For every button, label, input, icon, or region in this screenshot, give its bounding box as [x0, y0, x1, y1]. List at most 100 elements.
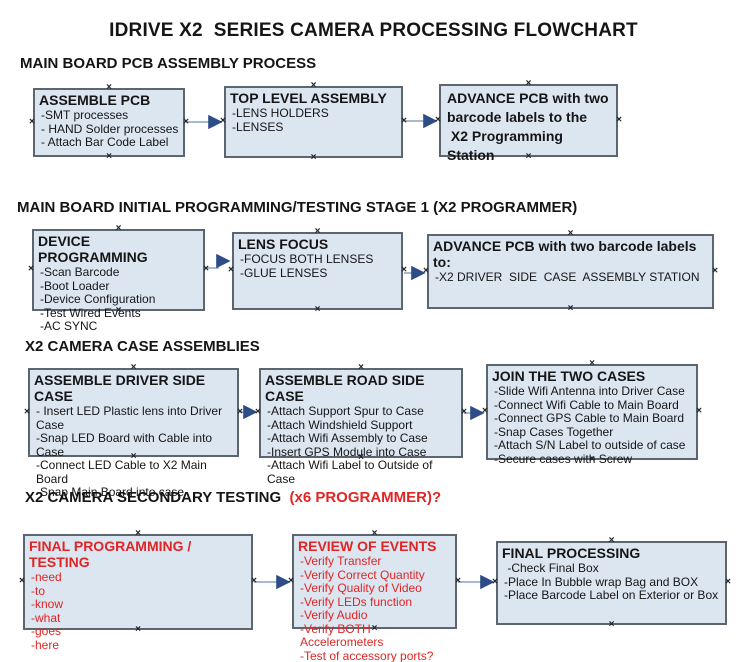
box-item-list: -Verify Transfer-Verify Correct Quantity… [298, 554, 451, 662]
box-item: -Secure cases with Screw [494, 451, 633, 466]
connection-point-icon: × [401, 115, 407, 127]
box-item-list: -Attach Support Spur to Case-Attach Wind… [265, 404, 457, 486]
box-assemble-road-side-case: ASSEMBLE ROAD SIDE CASE -Attach Support … [255, 363, 467, 486]
box-title: FINAL PROGRAMMING / TESTING [29, 538, 196, 570]
box-item-list: -X2 DRIVER SIDE CASE ASSEMBLY STATION [433, 270, 708, 285]
connection-point-icon: × [712, 265, 718, 276]
connection-point-icon: × [314, 304, 321, 315]
box-item-list: -Scan Barcode-Boot Loader-Device Configu… [38, 265, 199, 334]
box-final-processing: FINAL PROCESSING -Check Final Box-Place … [492, 536, 731, 630]
box-title: TOP LEVEL ASSEMBLY [230, 90, 387, 106]
connection-point-icon: × [255, 406, 261, 418]
connection-point-icon: × [525, 78, 532, 89]
box-title: ASSEMBLE PCB [39, 92, 151, 108]
connection-point-icon: × [29, 116, 35, 127]
box-item: -Check Final Box [504, 561, 599, 575]
box-item: -Boot Loader [40, 278, 110, 293]
connection-point-icon: × [310, 152, 317, 163]
section-heading-secondary-testing: X2 CAMERA SECONDARY TESTING (x6 PROGRAMM… [25, 489, 441, 506]
box-item: -Verify LEDs function [300, 594, 413, 609]
box-title: DEVICE PROGRAMMING [38, 233, 148, 265]
box-item: -Snap Main Board into case [36, 485, 185, 499]
box-item: -LENSES [232, 119, 284, 134]
box-item: -FOCUS BOTH LENSES [240, 252, 374, 266]
connection-point-icon: × [24, 406, 30, 417]
connection-point-icon: × [455, 575, 461, 586]
connection-point-icon: × [288, 575, 294, 586]
box-item: -Verify Correct Quantity [300, 567, 425, 582]
connection-point-icon: × [696, 405, 702, 417]
section-heading-pcb-assembly: MAIN BOARD PCB ASSEMBLY PROCESS [20, 55, 317, 72]
box-item: barcode labels to the [447, 109, 588, 125]
box-top-level-assembly: TOP LEVEL ASSEMBLY -LENS HOLDERS-LENSES … [220, 81, 407, 163]
box-item: -Slide Wifi Antenna into Driver Case [494, 384, 685, 398]
connection-point-icon: × [461, 406, 467, 418]
connection-point-icon: × [237, 406, 243, 417]
box-item: -Scan Barcode [40, 265, 120, 279]
box-item: -Attach Windshield Support [267, 417, 413, 432]
box-item: -Snap Cases Together [494, 424, 614, 439]
connection-point-icon: × [435, 114, 441, 125]
connection-point-icon: × [183, 116, 189, 127]
box-item: -Snap LED Board with Cable into Case [36, 431, 216, 459]
box-item: -Device Configuration [40, 292, 156, 306]
box-item-list: - Insert LED Plastic lens into Driver Ca… [34, 404, 233, 500]
box-item: -AC SYNC [40, 319, 98, 333]
box-item: -need [31, 570, 62, 584]
connection-point-icon: × [567, 303, 574, 314]
box-item: - Attach Bar Code Label [41, 135, 169, 149]
box-item: -here [31, 637, 60, 652]
box-item: -Verify Audio [300, 608, 368, 622]
connection-point-icon: × [423, 265, 429, 276]
connection-point-icon: × [28, 263, 34, 275]
box-item: -Insert GPS Module into Case [267, 444, 427, 459]
box-item: -Connect Wifi Cable to Main Board [494, 397, 679, 412]
box-title: ASSEMBLE DRIVER SIDE CASE [34, 372, 210, 404]
box-item: -GLUE LENSES [240, 265, 328, 280]
box-item: -Test Wired Events [40, 305, 141, 320]
section-heading-secondary-testing-red: (x6 PROGRAMMER)? [285, 489, 442, 506]
page-title: IDRIVE X2 SERIES CAMERA PROCESSING FLOWC… [109, 20, 638, 41]
box-item: -what [31, 610, 61, 625]
connection-point-icon: × [482, 405, 488, 417]
box-item: -Attach Support Spur to Case [267, 404, 424, 418]
connection-point-icon: × [251, 575, 257, 587]
box-item: X2 Programming Station [447, 128, 567, 163]
box-title: FINAL PROCESSING [502, 545, 641, 561]
box-title: LENS FOCUS [238, 236, 329, 252]
box-item: -goes [31, 624, 62, 638]
box-device-programming: DEVICE PROGRAMMING -Scan Barcode-Boot Lo… [28, 224, 209, 333]
box-item: ADVANCE PCB with two [447, 90, 609, 106]
box-item: -Verify Quality of Video [300, 581, 422, 595]
box-item-list: -FOCUS BOTH LENSES-GLUE LENSES [238, 252, 397, 280]
connection-point-icon: × [106, 151, 112, 162]
box-item-list: -LENS HOLDERS-LENSES [230, 106, 397, 134]
connection-point-icon: × [203, 263, 209, 275]
box-item-list: -Slide Wifi Antenna into Driver Case-Con… [492, 384, 692, 466]
connection-point-icon: × [725, 576, 731, 588]
box-final-programming-testing: FINAL PROGRAMMING / TESTING -need-to-kno… [19, 529, 257, 652]
box-item-list: -need-to-know-what-goes-here [29, 570, 247, 652]
box-title: REVIEW OF EVENTS [298, 538, 437, 554]
box-join-the-two-cases: JOIN THE TWO CASES -Slide Wifi Antenna i… [482, 359, 702, 466]
box-lens-focus: LENS FOCUS -FOCUS BOTH LENSES-GLUE LENSE… [228, 227, 407, 315]
box-item: -SMT processes [41, 108, 129, 122]
box-item: -know [31, 597, 64, 611]
section-heading-initial-programming: MAIN BOARD INITIAL PROGRAMMING/TESTING S… [17, 199, 578, 216]
connection-point-icon: × [608, 619, 615, 630]
box-item: - HAND Solder processes [41, 121, 179, 136]
box-item: -Attach Wifi Label to Outside of Case [267, 458, 436, 486]
box-item: -Attach Wifi Assembly to Case [267, 431, 428, 445]
box-item: -Place In Bubble wrap Bag and BOX [504, 574, 699, 589]
box-item: -Place Barcode Label on Exterior or Box [504, 588, 719, 602]
connection-point-icon: × [492, 576, 498, 588]
box-item: -Attach S/N Label to outside of case [494, 438, 686, 452]
box-title: ADVANCE PCB with two barcode labels to: [433, 238, 701, 270]
box-assemble-driver-side-case: ASSEMBLE DRIVER SIDE CASE - Insert LED P… [24, 363, 243, 499]
connection-point-icon: × [19, 575, 25, 587]
box-item: - Insert LED Plastic lens into Driver Ca… [36, 404, 226, 432]
section-heading-secondary-testing-black: X2 CAMERA SECONDARY TESTING [25, 489, 286, 506]
connection-point-icon: × [220, 115, 226, 127]
box-item: -Verify BOTH Accelerometers [300, 621, 384, 649]
